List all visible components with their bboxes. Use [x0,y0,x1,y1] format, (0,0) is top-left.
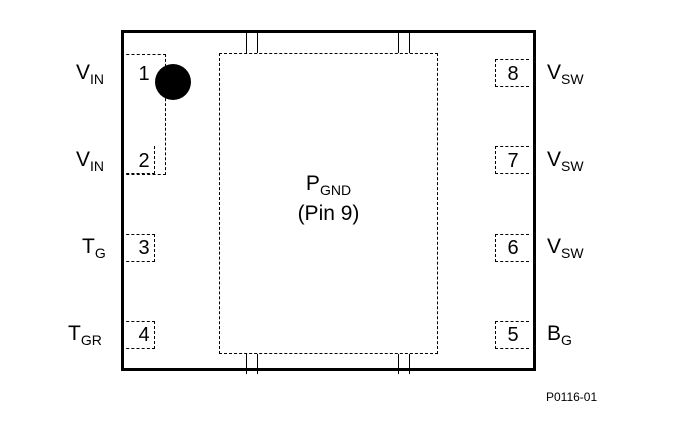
pin-pad-7 [495,146,529,174]
pin-label-4: TGR [68,322,102,349]
pad-tab-top-right [398,33,410,53]
pin-pad-6 [495,234,529,262]
pin1-pad-outline [121,54,166,175]
package-outline [121,30,536,371]
pin-number-4: 4 [138,324,150,346]
pad-tab-top-left [246,33,258,53]
pin1-marker-dot [155,64,191,100]
pin-pad-8 [495,59,529,87]
thermal-pad [219,53,438,354]
pin-label-5: BG [547,322,572,349]
pin-label-6: VSW [547,235,584,262]
pin-number-7: 7 [507,150,519,172]
pin-label-7: VSW [547,148,584,175]
pin-label-8: VSW [547,61,584,88]
pin-number-2: 2 [138,150,150,172]
pin-number-1: 1 [138,63,150,85]
pin-pad-4 [121,321,155,349]
thermal-pad-label: PGND (Pin 9) [297,172,360,225]
figure-id: P0116-01 [546,390,598,404]
pin-number-5: 5 [507,324,519,346]
pad-tab-bottom-left [246,354,258,374]
pin-number-8: 8 [507,63,519,85]
pin-pad-3 [121,234,155,262]
pin-label-1: VIN [76,61,105,88]
pin-number-6: 6 [507,237,519,259]
pin-pad-5 [495,321,529,349]
pin-pad-2 [121,146,155,174]
pin-label-2: VIN [76,148,105,175]
pin-label-3: TG [82,235,106,262]
pad-tab-bottom-right [398,354,410,374]
pin-number-3: 3 [138,237,150,259]
